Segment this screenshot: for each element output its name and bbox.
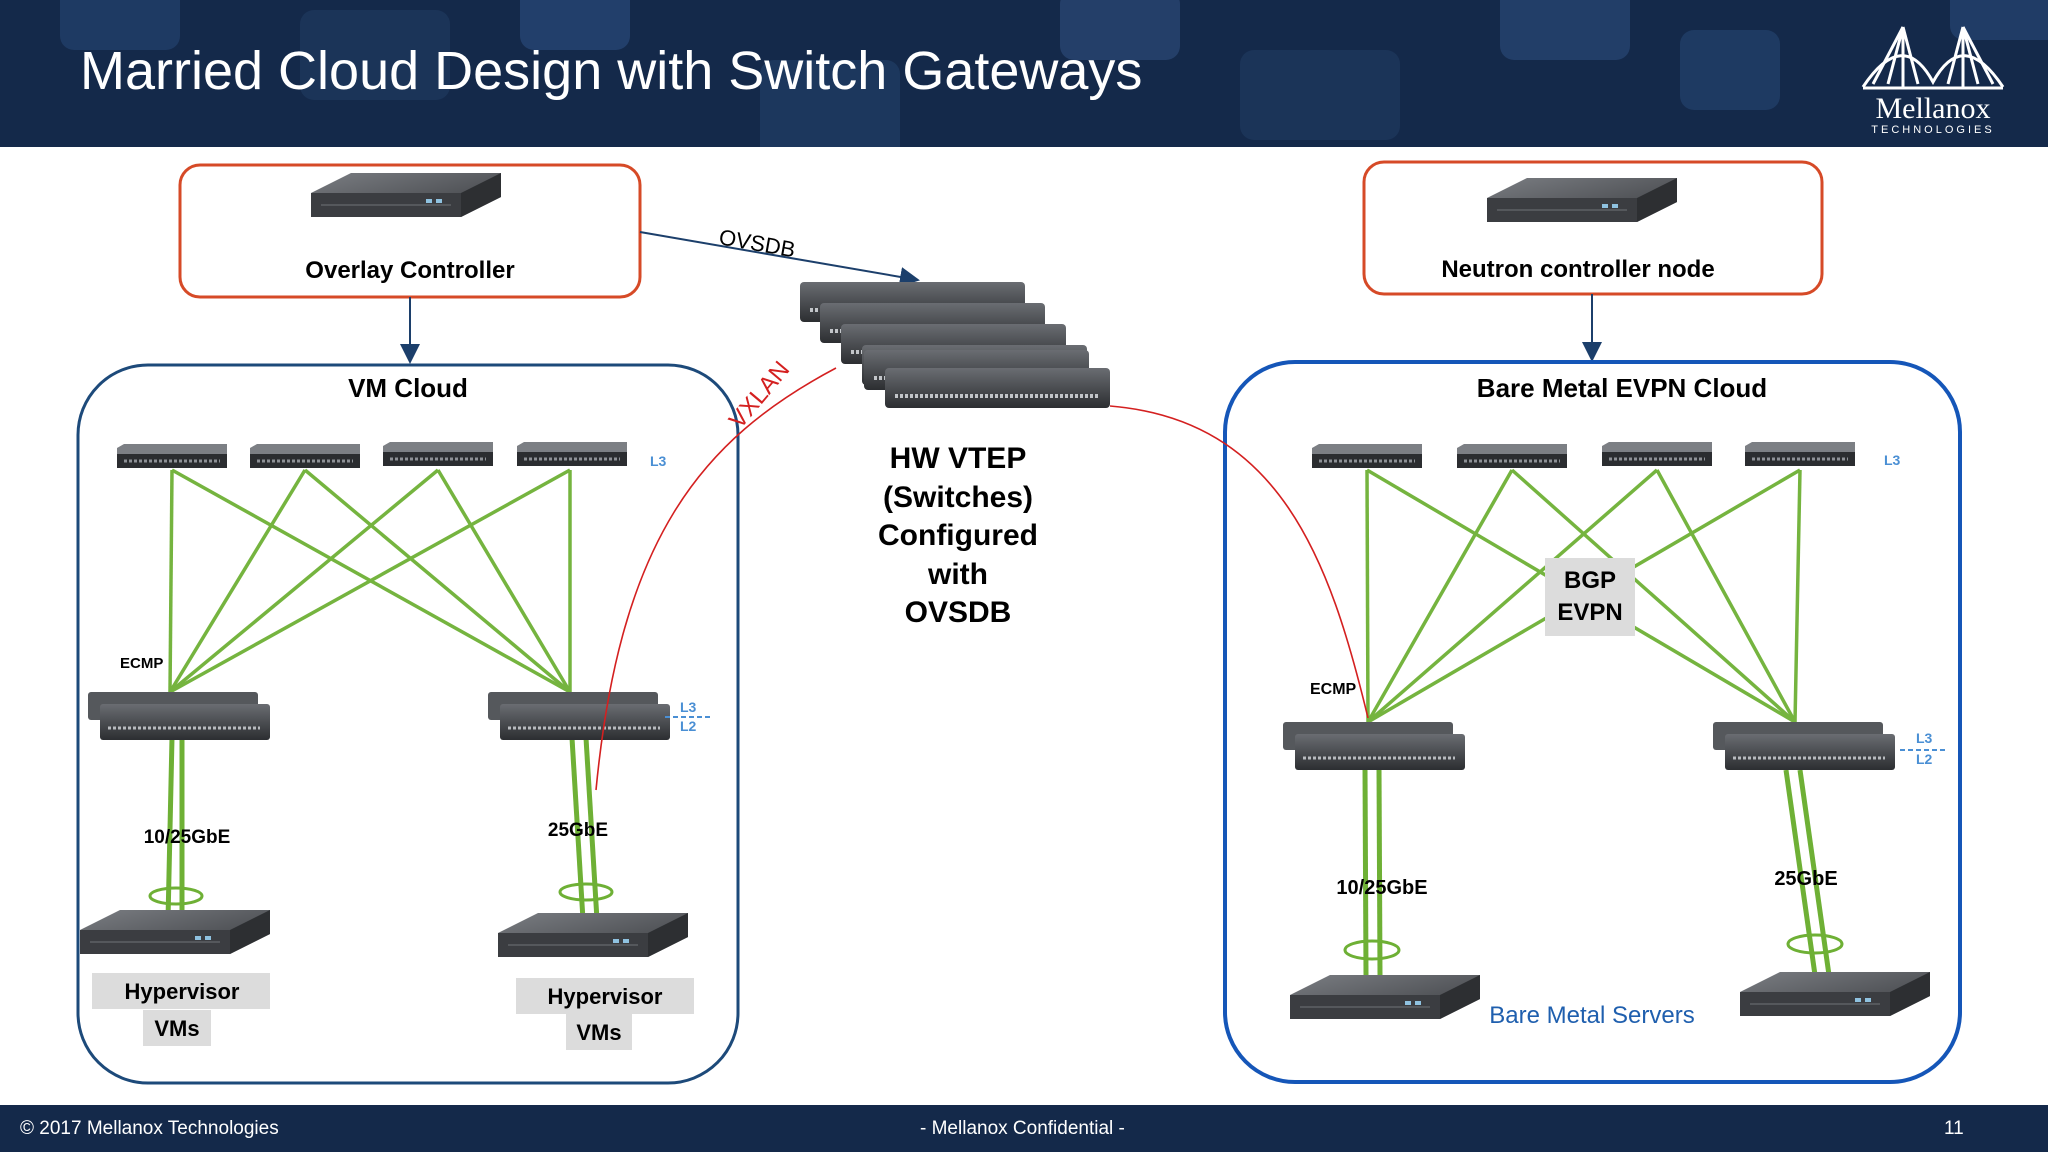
bm-l3-l2-label-top: L3 [1916, 730, 1933, 746]
evpn-label: EVPN [1557, 599, 1622, 626]
hypervisor-right-label: Hypervisor [548, 984, 663, 1009]
ovsdb-arrow [639, 231, 920, 287]
vm-ecmp-label: ECMP [120, 655, 163, 672]
footer-confidential: - Mellanox Confidential - [920, 1118, 1125, 1139]
bm-left-lag-ring [1343, 939, 1401, 961]
header-decoration [760, 60, 900, 147]
mellanox-logo: Mellanox TECHNOLOGIES [1858, 22, 2008, 137]
hypervisor-left-tag [92, 973, 270, 1009]
vm-leaf-switch-left [86, 690, 272, 742]
bm-ecmp-label: ECMP [1310, 681, 1357, 698]
overlay-controller-label: Overlay Controller [305, 257, 514, 284]
hw-vtep-switch-stack [798, 280, 1112, 410]
bm-right-speed-label: 25GbE [1774, 868, 1837, 890]
bare-metal-servers-label: Bare Metal Servers [1489, 1002, 1694, 1029]
page-title: Married Cloud Design with Switch Gateway… [80, 41, 1143, 101]
bm-left-speed-label: 10/25GbE [1336, 877, 1427, 899]
ovsdb-link-label: OVSDB [717, 224, 797, 262]
hypervisor-left-label: Hypervisor [125, 979, 240, 1004]
header-decoration [1240, 50, 1400, 140]
bm-cloud-server-links [1362, 767, 1832, 976]
bm-l3-l2-label-bottom: L2 [1916, 751, 1933, 767]
bm-spine-switch-3 [1600, 440, 1714, 468]
bm-cloud-container [1223, 360, 1962, 1084]
vm-spine-switch-3 [381, 440, 495, 468]
bare-metal-server-right [1739, 971, 1931, 1017]
slide-footer: © 2017 Mellanox Technologies - Mellanox … [0, 1105, 2048, 1152]
vm-hypervisor-server-left [79, 909, 271, 955]
vtep-label-line-2: (Switches) [883, 481, 1033, 514]
bgp-label: BGP [1564, 567, 1616, 594]
bm-spine-switch-1 [1310, 442, 1424, 470]
bm-leaf-switch-left [1281, 720, 1467, 772]
bm-cloud-title: Bare Metal EVPN Cloud [1477, 373, 1767, 403]
vm-cloud-title: VM Cloud [348, 373, 468, 403]
vm-l3-l2-label-top: L3 [680, 699, 697, 715]
bm-right-lag-ring [1786, 933, 1844, 955]
footer-copyright: © 2017 Mellanox Technologies [20, 1118, 279, 1139]
vm-spine-switch-2 [248, 442, 362, 470]
vxlan-tunnel-right [1109, 405, 1369, 719]
neutron-controller-label: Neutron controller node [1441, 256, 1714, 283]
vm-spine-switch-1 [115, 442, 229, 470]
bm-spine-switch-4 [1743, 440, 1857, 468]
vm-hypervisor-server-right [497, 912, 689, 958]
vms-right-label: VMs [576, 1020, 621, 1045]
header-decoration [520, 0, 630, 50]
vm-l3-label: L3 [650, 453, 667, 469]
vxlan-tunnel-left [595, 367, 837, 791]
bm-l3-label: L3 [1884, 452, 1901, 468]
vtep-label-line-1: HW VTEP [890, 442, 1027, 475]
bm-spine-switch-2 [1455, 442, 1569, 470]
vxlan-link-label: VXLAN [724, 356, 795, 434]
bgp-evpn-box [1545, 558, 1635, 636]
vm-right-speed-label: 25GbE [548, 820, 608, 841]
logo-subtitle: TECHNOLOGIES [1871, 124, 1995, 136]
vms-left-label: VMs [154, 1016, 199, 1041]
vtep-label-line-3: Configured [878, 519, 1038, 552]
mellanox-bridge-icon [1861, 26, 2005, 90]
header-decoration [60, 0, 180, 50]
logo-wordmark: Mellanox [1875, 92, 1991, 125]
hypervisor-right-tag [516, 978, 694, 1014]
vm-cloud-server-links [165, 737, 600, 921]
vm-cloud-spine-leaf-links [168, 468, 572, 694]
bare-metal-server-left [1289, 974, 1481, 1020]
header-decoration [1680, 30, 1780, 110]
vtep-label-line-4: with [927, 558, 988, 591]
vm-leaf-switch-right [486, 690, 672, 742]
vm-right-lag-ring [558, 882, 614, 902]
vm-spine-switch-4 [515, 440, 629, 468]
header-decoration [1500, 0, 1630, 60]
vtep-label-line-5: OVSDB [905, 596, 1012, 629]
slide-header: Married Cloud Design with Switch Gateway… [0, 0, 2048, 147]
header-decoration [300, 10, 450, 100]
neutron-controller-server-icon [1486, 177, 1678, 223]
vm-l3-l2-label-bottom: L2 [680, 718, 697, 734]
vm-cloud-container [76, 363, 740, 1085]
vm-left-speed-label: 10/25GbE [144, 827, 231, 848]
overlay-controller-server-icon [310, 172, 502, 218]
footer-page-number: 11 [1944, 1118, 1964, 1139]
vms-right-tag [566, 1014, 632, 1050]
bm-leaf-switch-right [1711, 720, 1897, 772]
network-diagram: Overlay Controller Neutron controller no… [76, 160, 1962, 1085]
header-decoration [1060, 0, 1180, 60]
vms-left-tag [143, 1010, 211, 1046]
vm-left-lag-ring [148, 886, 204, 906]
